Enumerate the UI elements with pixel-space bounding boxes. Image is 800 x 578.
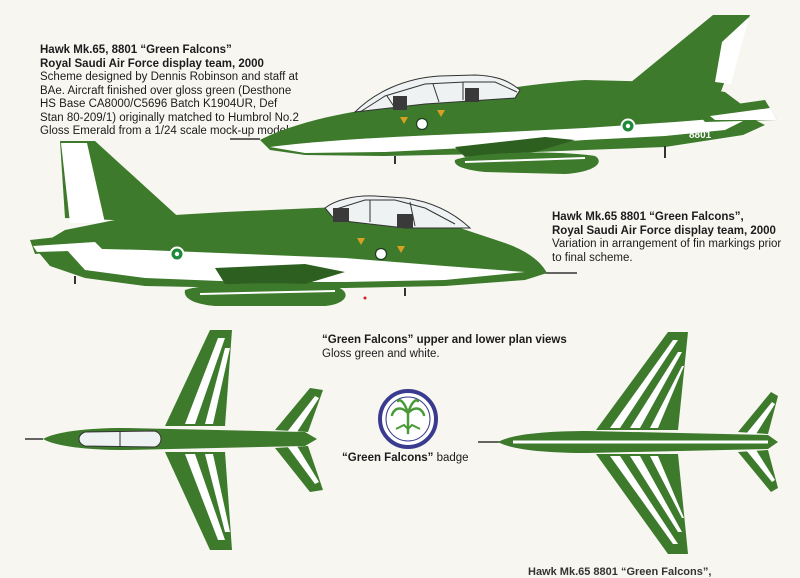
caption-plan-title: “Green Falcons” upper and lower plan vie… <box>322 334 567 346</box>
wing <box>455 137 575 157</box>
palm-emblem-icon <box>390 399 426 435</box>
aircraft-lower-plan-view <box>478 332 778 554</box>
caption-side-view-1: Hawk Mk.65, 8801 “Green Falcons” Royal S… <box>40 44 302 139</box>
caption-title-line1: Hawk Mk.65, 8801 “Green Falcons” <box>40 44 232 56</box>
caption-body: Variation in arrangement of fin markings… <box>552 238 782 264</box>
serial-number: 8801 <box>92 254 115 265</box>
caption-title-line2: Royal Saudi Air Force display team, 2000 <box>40 57 264 70</box>
roundel-icon <box>415 117 429 131</box>
caption-title-line2: Royal Saudi Air Force display team, 2000 <box>552 224 776 237</box>
drop-tank <box>184 283 346 306</box>
aircraft-upper-plan-view <box>25 330 323 550</box>
badge-caption-suffix: badge <box>433 452 469 464</box>
caption-body: Scheme designed by Dennis Robinson and s… <box>40 71 299 137</box>
caption-title-line1: Hawk Mk.65 8801 “Green Falcons”, <box>552 211 744 223</box>
badge-caption-name: “Green Falcons” <box>342 452 434 464</box>
caption-plan-body: Gloss green and white. <box>322 347 440 360</box>
serial-number: 8801 <box>689 130 712 141</box>
wing <box>215 264 345 284</box>
caption-side-view-2: Hawk Mk.65 8801 “Green Falcons”, Royal S… <box>552 211 792 265</box>
footer-caption-fragment: Hawk Mk.65 8801 “Green Falcons”, <box>528 566 712 578</box>
aircraft-side-view-1: 8801 <box>230 15 777 174</box>
badge-caption: “Green Falcons” badge <box>342 452 469 464</box>
canopy <box>324 195 472 229</box>
roundel-icon <box>374 247 388 261</box>
caption-plan-views: “Green Falcons” upper and lower plan vie… <box>322 334 592 361</box>
green-falcons-badge <box>378 389 438 449</box>
aircraft-side-view-2: 8801 <box>30 141 577 306</box>
